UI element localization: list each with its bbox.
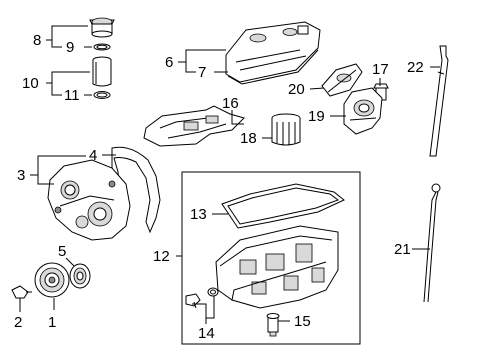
callout-7: 7: [198, 64, 206, 81]
callout-9: 9: [66, 39, 74, 56]
oil-pan-gasket[interactable]: [221, 183, 345, 229]
balancer-bolt[interactable]: [11, 285, 32, 299]
leader-lines: [19, 25, 440, 324]
callout-4: 4: [89, 147, 97, 164]
callout-labels: 1 2 3 4 5 6 7 8 9 10 11 12 13 14 15 16 1…: [14, 32, 424, 342]
oil-filter-adapter[interactable]: [321, 63, 363, 97]
callout-11: 11: [64, 87, 80, 104]
oil-filler-tube-seal[interactable]: [93, 91, 111, 99]
callout-12: 12: [153, 248, 170, 265]
oil-pan-drain-plug[interactable]: [185, 293, 201, 309]
oil-level-sensor[interactable]: [266, 313, 280, 337]
drain-plug-washer[interactable]: [207, 287, 219, 297]
callout-15: 15: [294, 313, 311, 330]
callout-13: 13: [190, 206, 207, 223]
oil-filter[interactable]: [271, 113, 301, 146]
timing-cover-gasket[interactable]: [111, 146, 161, 234]
callout-6: 6: [165, 54, 173, 71]
oil-filler-cap[interactable]: [89, 17, 115, 38]
windage-tray[interactable]: [143, 105, 245, 147]
callout-22: 22: [407, 59, 424, 76]
oil-dipstick[interactable]: [423, 183, 441, 303]
callout-21: 21: [394, 241, 411, 258]
valve-cover[interactable]: [225, 21, 321, 83]
oil-pan-group-box: [181, 171, 361, 345]
callout-14: 14: [198, 325, 215, 342]
callout-19: 19: [308, 108, 325, 125]
oil-filler-tube[interactable]: [92, 56, 112, 87]
valve-cover-gasket[interactable]: [227, 49, 319, 85]
callout-20: 20: [288, 81, 305, 98]
callout-1: 1: [48, 314, 56, 331]
callout-16: 16: [222, 95, 239, 112]
oil-filter-housing[interactable]: [343, 87, 383, 135]
callout-2: 2: [14, 314, 22, 331]
oil-filler-cap-seal[interactable]: [93, 43, 111, 51]
crankshaft-front-seal[interactable]: [69, 263, 91, 289]
callout-18: 18: [240, 130, 257, 147]
timing-cover[interactable]: [47, 159, 131, 241]
callout-17: 17: [372, 61, 389, 78]
callout-10: 10: [22, 75, 39, 92]
callout-5: 5: [58, 243, 66, 260]
callout-3: 3: [17, 167, 25, 184]
crankshaft-balancer[interactable]: [34, 262, 70, 298]
callout-8: 8: [33, 32, 41, 49]
oil-pan[interactable]: [215, 225, 339, 309]
oil-dipstick-tube[interactable]: [429, 45, 449, 157]
